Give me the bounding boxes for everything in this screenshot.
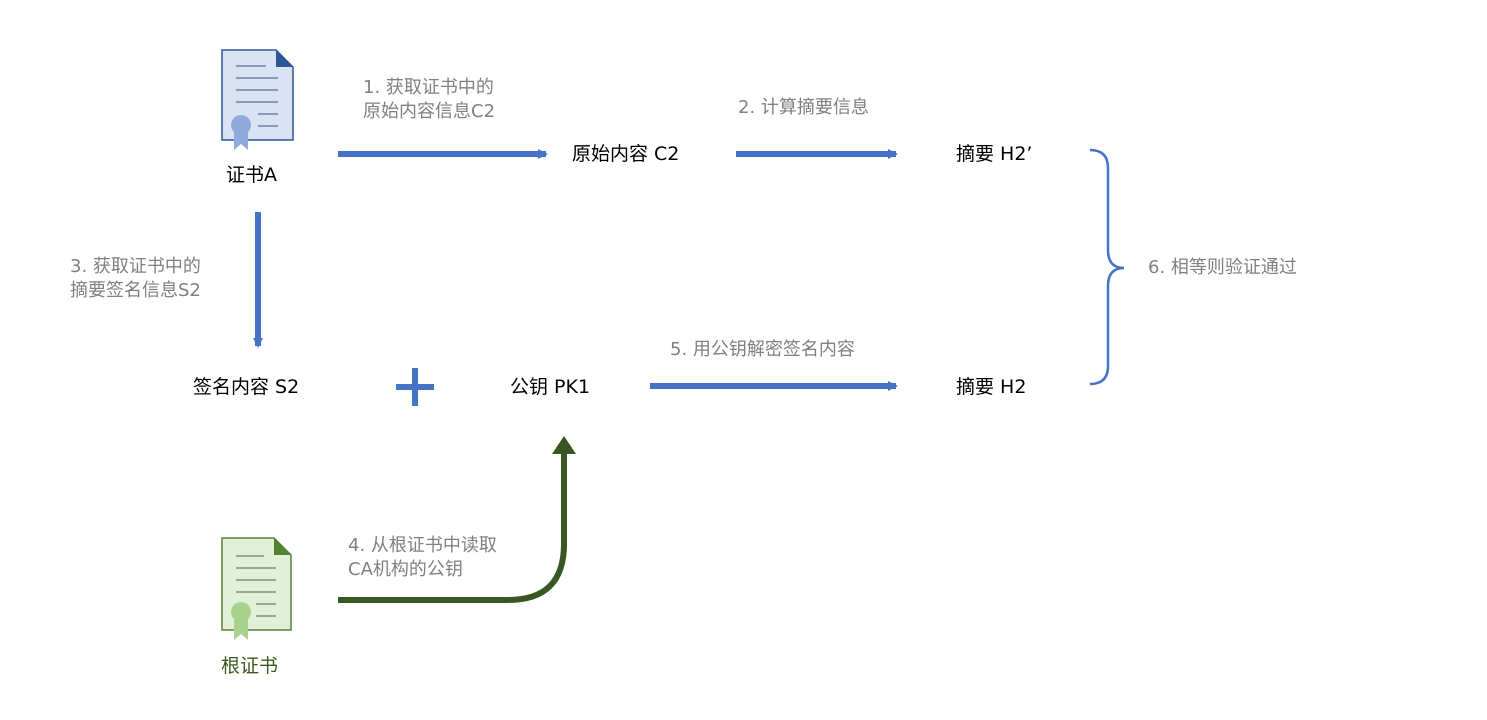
step1-note: 1. 获取证书中的 原始内容信息C2 — [363, 76, 495, 124]
step6-note: 6. 相等则验证通过 — [1148, 257, 1297, 278]
step2-note: 2. 计算摘要信息 — [738, 97, 869, 118]
step1-line2: 原始内容信息C2 — [363, 101, 496, 122]
digest-h2-prime-label: 摘要 H2’ — [956, 143, 1033, 165]
equality-brace — [1089, 148, 1125, 386]
digest-h2-label: 摘要 H2 — [956, 376, 1027, 398]
root-certificate-icon — [221, 537, 292, 640]
step3-line2: 摘要签名信息S2 — [70, 280, 201, 301]
step4-line1: 4. 从根证书中读取 — [348, 535, 497, 556]
certificate-a-label: 证书A — [226, 164, 277, 186]
signature-s2-label: 签名内容 S2 — [193, 376, 300, 398]
step5-note: 5. 用公钥解密签名内容 — [670, 339, 855, 360]
public-key-pk1-label: 公钥 PK1 — [510, 376, 591, 398]
step4-note: 4. 从根证书中读取 CA机构的公钥 — [348, 534, 497, 582]
arrow-step4 — [338, 436, 576, 603]
step3-line1: 3. 获取证书中的 — [70, 256, 201, 277]
original-content-c2-label: 原始内容 C2 — [572, 143, 680, 165]
plus-icon — [396, 368, 434, 406]
certificate-a-icon — [221, 49, 294, 150]
step3-note: 3. 获取证书中的 摘要签名信息S2 — [70, 255, 201, 303]
root-certificate-label: 根证书 — [221, 655, 279, 677]
step1-line1: 1. 获取证书中的 — [363, 77, 494, 98]
step4-line2: CA机构的公钥 — [348, 559, 463, 580]
